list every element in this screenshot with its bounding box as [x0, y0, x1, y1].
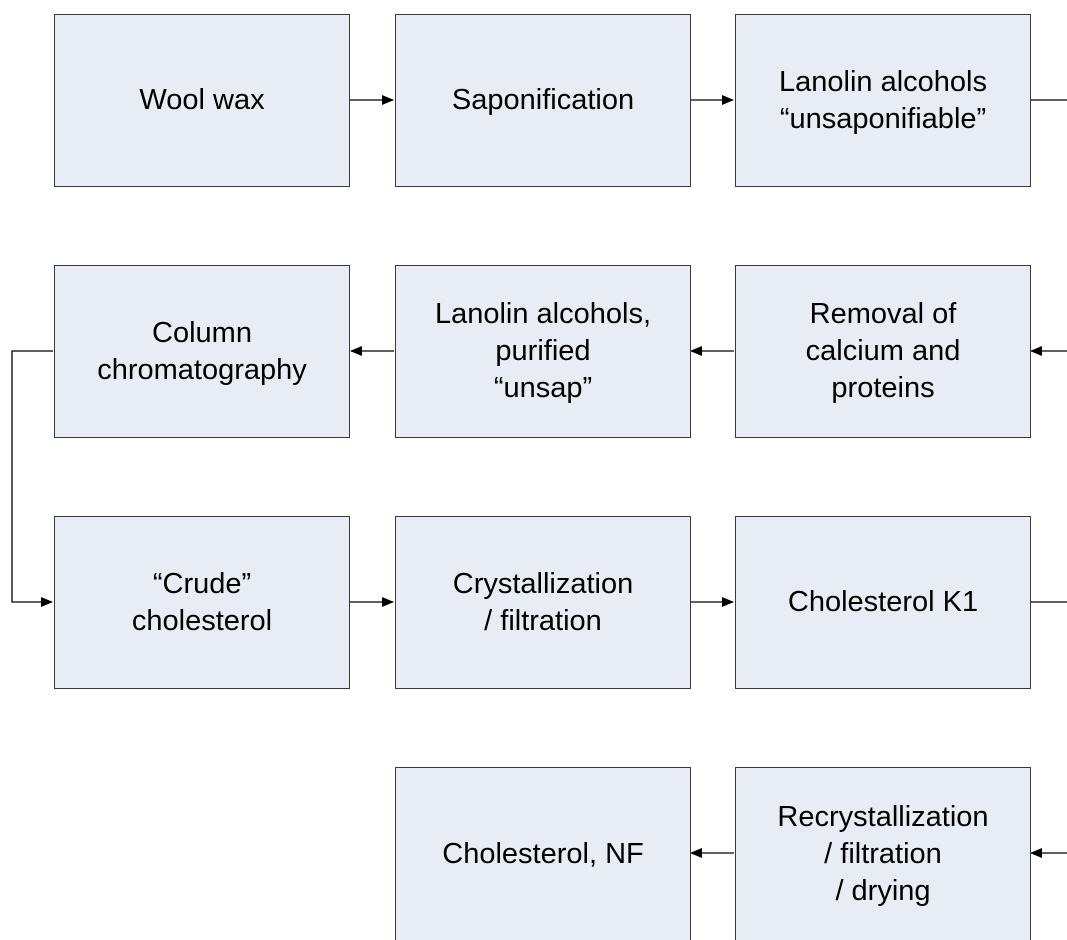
step-lanolin-alcohols-purified: Lanolin alcohols, purified “unsap”	[395, 265, 691, 438]
step-recrystallization-filtration-drying: Recrystallization / filtration / drying	[735, 767, 1031, 940]
step-lanolin-alcohols: Lanolin alcohols “unsaponifiable”	[735, 14, 1031, 187]
step-crude-cholesterol: “Crude” cholesterol	[54, 516, 350, 689]
step-removal-calcium-proteins: Removal of calcium and proteins	[735, 265, 1031, 438]
step-column-chromatography: Column chromatography	[54, 265, 350, 438]
step-wool-wax: Wool wax	[54, 14, 350, 187]
step-saponification: Saponification	[395, 14, 691, 187]
step-cholesterol-nf: Cholesterol, NF	[395, 767, 691, 940]
step-crystallization-filtration: Crystallization / filtration	[395, 516, 691, 689]
step-cholesterol-k1: Cholesterol K1	[735, 516, 1031, 689]
connector-column-to-crude	[11, 350, 53, 607]
